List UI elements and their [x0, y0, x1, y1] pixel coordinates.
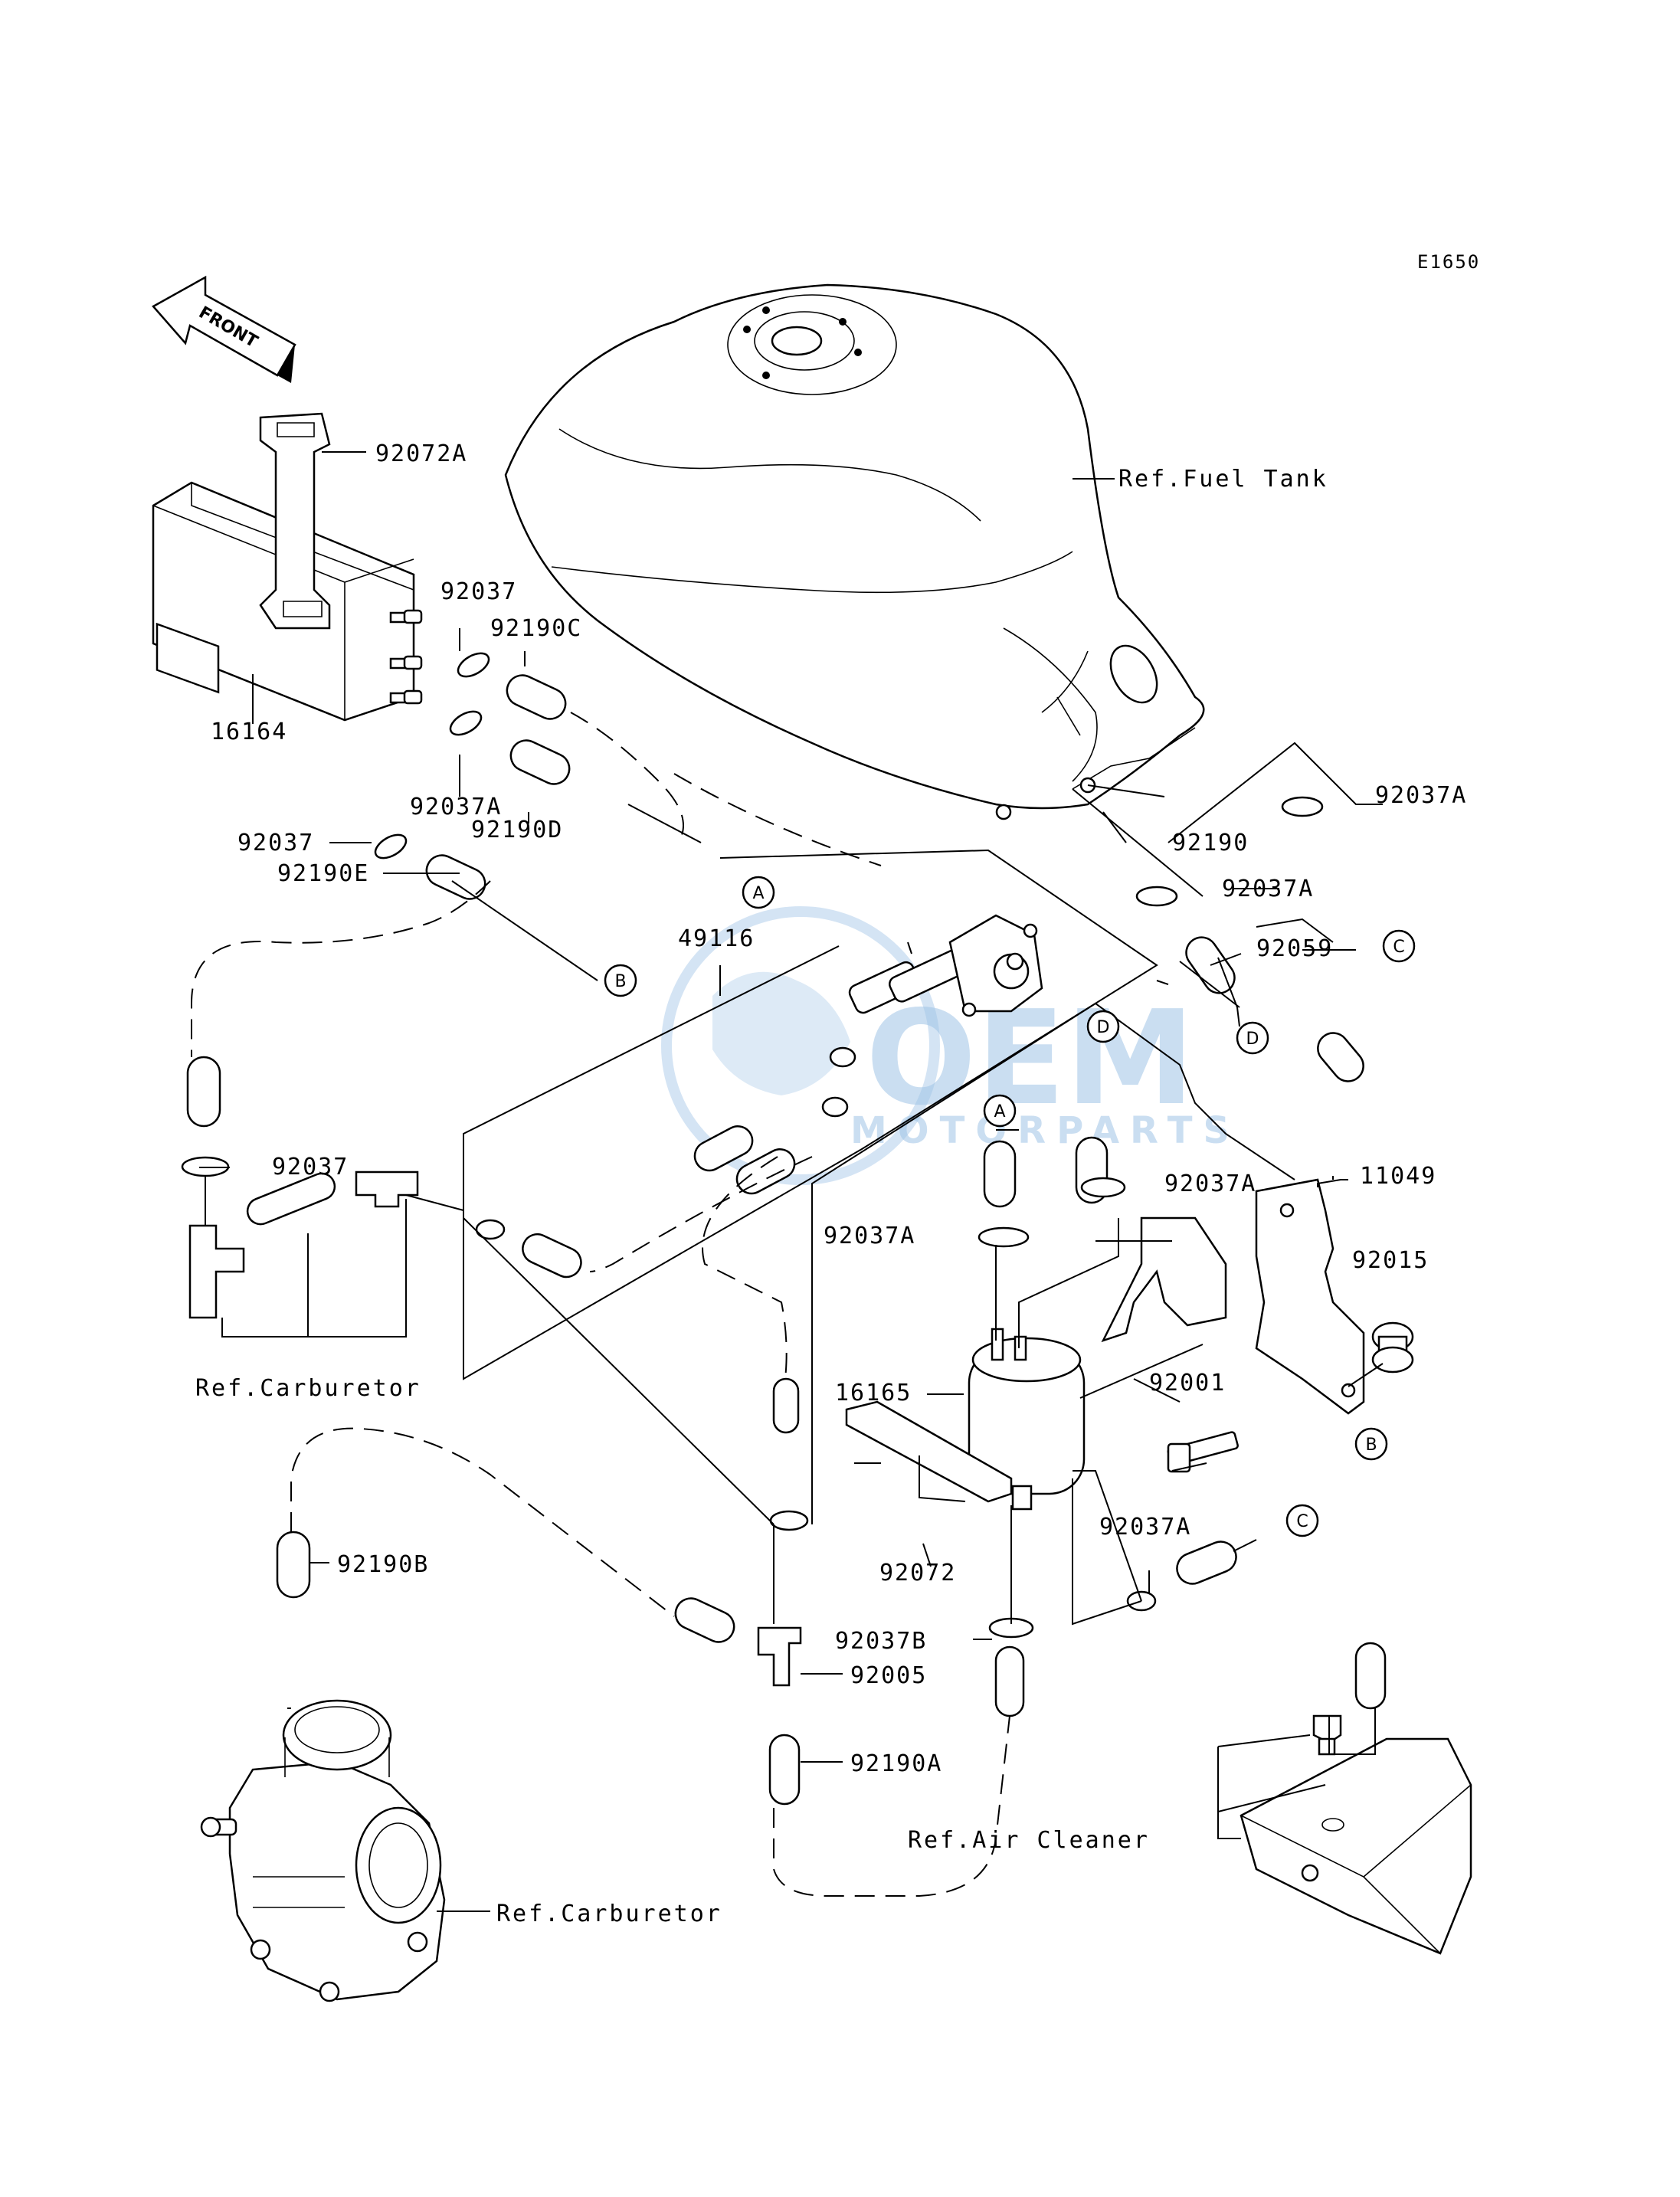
carburetor-drawing — [200, 1699, 446, 2002]
label-16164: 16164 — [211, 719, 287, 745]
label-92001: 92001 — [1149, 1370, 1226, 1396]
label-49116: 49116 — [678, 925, 755, 952]
svg-text:B: B — [614, 972, 626, 991]
ref-carburetor-bottom: Ref.Carburetor — [496, 1901, 722, 1927]
air-cleaner-drawing — [1240, 1714, 1472, 1955]
t-fittings-left — [188, 1171, 802, 1687]
label-92015: 92015 — [1352, 1247, 1429, 1274]
label-92037-left: 92037 — [272, 1154, 349, 1180]
label-16165: 16165 — [835, 1380, 912, 1406]
clamp-icons — [181, 652, 1324, 1639]
connector-markers: A B C D D A C B — [604, 876, 1416, 1537]
dashed-lines — [191, 712, 1010, 1897]
label-92037A-right: 92037A — [1164, 1171, 1256, 1197]
leader-lines — [199, 451, 1384, 1912]
label-92037A-tank1: 92037A — [1375, 782, 1467, 809]
svg-text:C: C — [1393, 938, 1404, 957]
label-92037A-lower: 92037A — [1099, 1514, 1191, 1541]
fuel-filter-drawing — [845, 1328, 1086, 1511]
front-arrow-icon: FRONT — [152, 275, 296, 383]
label-92037-top: 92037 — [440, 578, 517, 605]
connector-c-tank — [1382, 929, 1416, 963]
label-92190B: 92190B — [337, 1551, 429, 1578]
label-11049: 11049 — [1360, 1163, 1436, 1190]
svg-text:B: B — [1365, 1436, 1377, 1455]
label-92190D: 92190D — [471, 817, 563, 843]
connector-d-mid — [1086, 1010, 1120, 1043]
label-92190E: 92190E — [277, 860, 369, 887]
connector-b-main — [604, 964, 637, 997]
label-92037B: 92037B — [835, 1628, 927, 1655]
svg-text:D: D — [1246, 1030, 1259, 1049]
watermark-motorparts: MOTORPARTS — [850, 1109, 1240, 1152]
canister-drawing — [152, 412, 423, 722]
label-92190C: 92190C — [490, 615, 582, 642]
svg-text:C: C — [1296, 1512, 1308, 1531]
label-92037A-tank2: 92037A — [1222, 876, 1314, 902]
label-92037A-filter-top: 92037A — [824, 1223, 915, 1249]
label-92037-mid: 92037 — [237, 830, 314, 856]
fuel-valve-drawing — [848, 914, 1043, 1017]
fuel-tank-drawing — [504, 283, 1205, 820]
connector-c-lower — [1285, 1504, 1319, 1537]
part-number-labels: 92072A 92037 92190C 16164 92037A 92190D … — [211, 440, 1467, 1777]
label-92072A: 92072A — [375, 440, 467, 467]
label-92005: 92005 — [850, 1662, 927, 1689]
label-92037A-canister: 92037A — [410, 794, 502, 820]
bracket-drawing — [1101, 1178, 1414, 1473]
watermark-oem: OEM — [866, 983, 1195, 1135]
ref-fuel-tank: Ref.Fuel Tank — [1118, 466, 1328, 493]
reference-labels: Ref.Fuel Tank Ref.Carburetor Ref.Carbure… — [195, 466, 1328, 1927]
svg-text:A: A — [752, 884, 764, 903]
connector-a-main — [742, 876, 775, 909]
label-92059: 92059 — [1256, 935, 1333, 962]
svg-text:D: D — [1097, 1018, 1110, 1037]
ref-carburetor-top: Ref.Carburetor — [195, 1375, 421, 1402]
ref-air-cleaner: Ref.Air Cleaner — [908, 1827, 1150, 1854]
oem-motorparts-watermark: OEM MOTORPARTS — [661, 906, 1240, 1185]
connector-d-tank — [1236, 1021, 1269, 1055]
connector-a-mid — [983, 1094, 1017, 1128]
label-92190: 92190 — [1172, 830, 1249, 856]
connector-b-right — [1354, 1427, 1388, 1461]
label-92072: 92072 — [879, 1560, 956, 1586]
label-92190A: 92190A — [850, 1750, 942, 1777]
diagram-code: E1650 — [1417, 251, 1480, 273]
svg-text:A: A — [994, 1102, 1005, 1121]
